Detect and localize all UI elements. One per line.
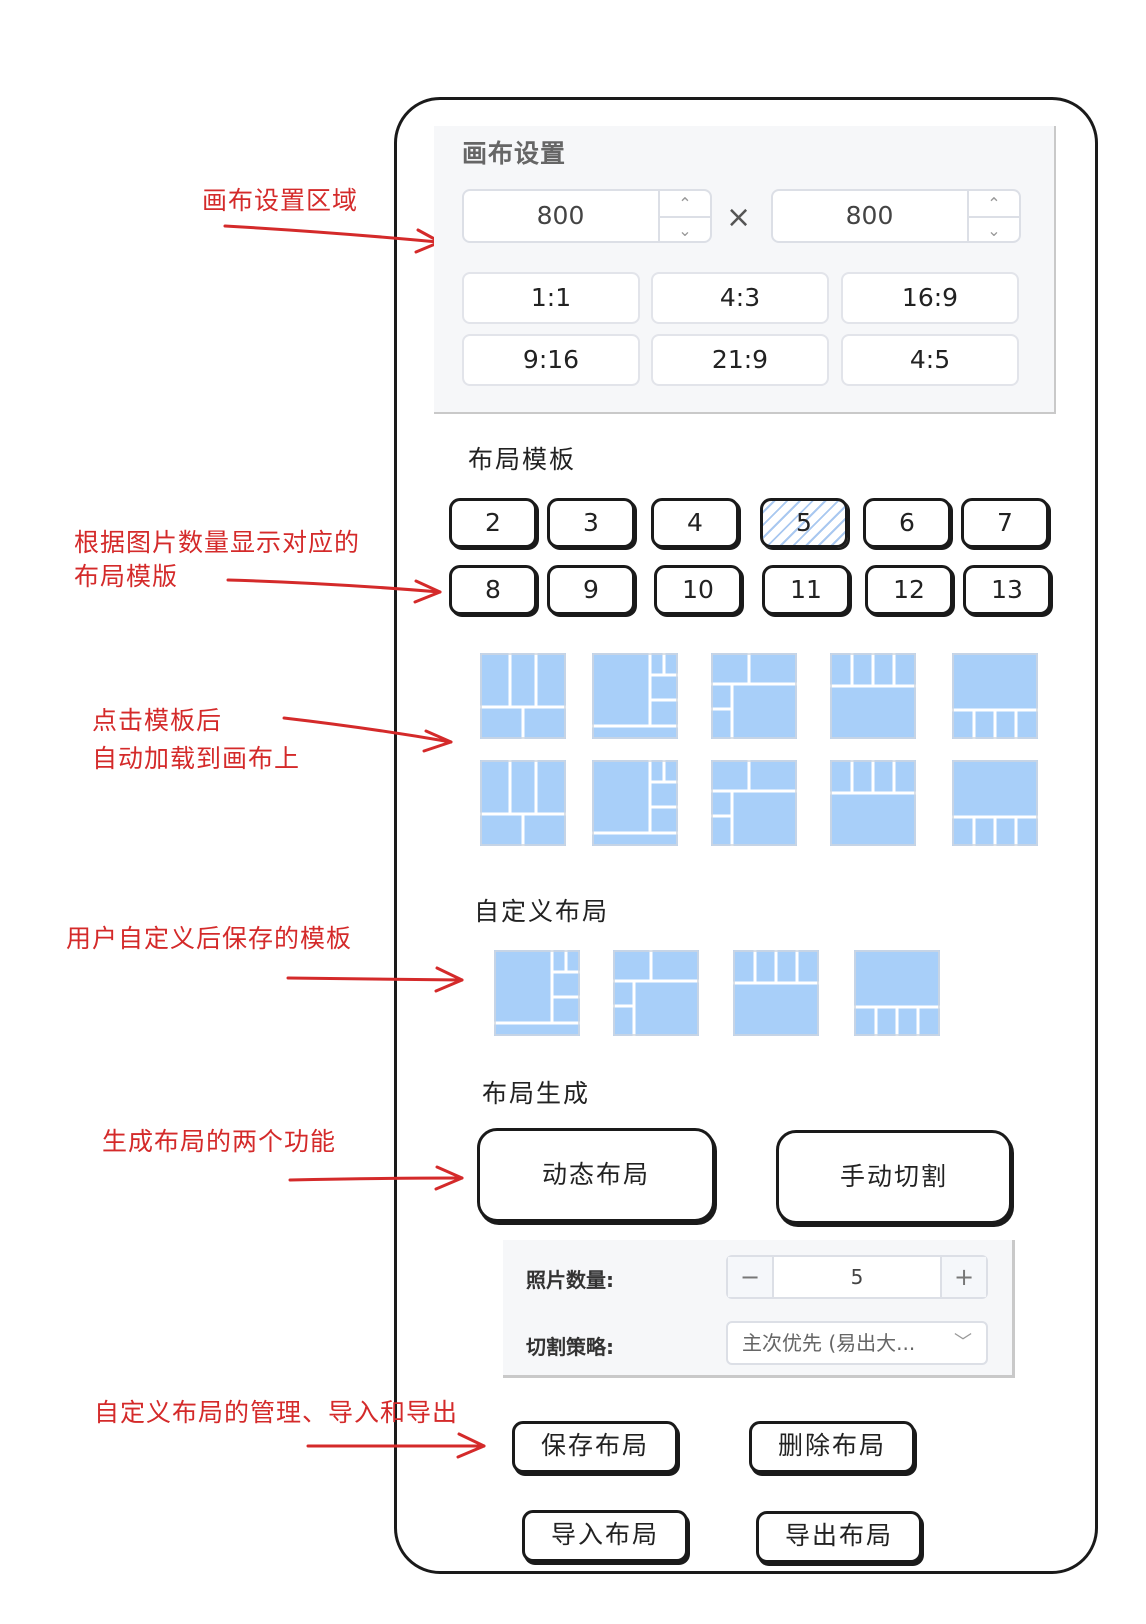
- plus-icon[interactable]: +: [940, 1257, 986, 1297]
- layout-template-thumb[interactable]: [830, 760, 916, 846]
- custom-layout-thumb[interactable]: [733, 950, 819, 1036]
- ratio-button-4-5[interactable]: 4:5: [841, 334, 1019, 386]
- ratio-button-4-3[interactable]: 4:3: [651, 272, 829, 324]
- layout-template-thumb[interactable]: [711, 653, 797, 739]
- layout-template-thumb[interactable]: [480, 653, 566, 739]
- manual-cut-button[interactable]: 手动切割: [776, 1130, 1012, 1224]
- layout-template-thumb[interactable]: [830, 653, 916, 739]
- chevron-down-icon[interactable]: ⌄: [678, 221, 692, 240]
- minus-icon[interactable]: −: [728, 1257, 774, 1297]
- chevron-down-icon: ﹀: [954, 1332, 972, 1353]
- custom-layouts-title: 自定义布局: [474, 897, 610, 926]
- template-count-7[interactable]: 7: [961, 498, 1049, 548]
- arrow-generate: [288, 1176, 464, 1182]
- canvas-height-spinner: ⌃ ⌄: [967, 191, 1019, 241]
- template-count-6[interactable]: 6: [863, 498, 951, 548]
- ratio-button-1-1[interactable]: 1:1: [462, 272, 640, 324]
- template-count-11[interactable]: 11: [762, 565, 850, 615]
- annotation-autoload-line1: 点击模板后: [92, 706, 223, 735]
- chevron-up-icon[interactable]: ⌃: [969, 191, 1019, 218]
- layout-template-thumb[interactable]: [952, 653, 1038, 739]
- arrow-custom: [286, 976, 464, 982]
- save-layout-button[interactable]: 保存布局: [512, 1421, 678, 1473]
- panel-frame: [394, 97, 1098, 1574]
- template-count-5-selected[interactable]: 5: [760, 498, 848, 548]
- photo-count-label: 照片数量:: [526, 1268, 614, 1292]
- layout-template-thumb[interactable]: [592, 760, 678, 846]
- template-count-10[interactable]: 10: [654, 565, 742, 615]
- canvas-width-input[interactable]: 800 ⌃ ⌄: [462, 189, 712, 243]
- template-count-13[interactable]: 13: [963, 565, 1051, 615]
- canvas-width-value[interactable]: 800: [536, 201, 585, 230]
- annotation-canvas-area: 画布设置区域: [202, 186, 359, 215]
- annotation-generate: 生成布局的两个功能: [102, 1127, 337, 1156]
- cut-strategy-select[interactable]: 主次优先 (易出大... ﹀: [726, 1321, 988, 1365]
- times-icon: ×: [726, 200, 752, 235]
- photo-count-value[interactable]: 5: [850, 1265, 864, 1289]
- photo-count-stepper[interactable]: − 5 +: [726, 1255, 988, 1299]
- annotation-custom: 用户自定义后保存的模板: [66, 924, 353, 953]
- ratio-button-9-16[interactable]: 9:16: [462, 334, 640, 386]
- template-count-2[interactable]: 2: [449, 498, 537, 548]
- layout-template-thumb[interactable]: [711, 760, 797, 846]
- cut-strategy-label: 切割策略:: [526, 1335, 614, 1359]
- arrow-autoload: [282, 716, 453, 744]
- layout-template-thumb[interactable]: [592, 653, 678, 739]
- import-layout-button[interactable]: 导入布局: [522, 1510, 688, 1562]
- canvas-settings-title: 画布设置: [462, 139, 567, 168]
- annotation-template-line1: 根据图片数量显示对应的: [74, 528, 361, 557]
- arrow-canvas: [223, 224, 440, 244]
- custom-layout-thumb[interactable]: [494, 950, 580, 1036]
- template-count-12[interactable]: 12: [865, 565, 953, 615]
- canvas-height-value[interactable]: 800: [845, 201, 894, 230]
- custom-layout-thumb[interactable]: [613, 950, 699, 1036]
- chevron-up-icon[interactable]: ⌃: [660, 191, 710, 218]
- export-layout-button[interactable]: 导出布局: [756, 1511, 922, 1563]
- annotation-autoload-line2: 自动加载到画布上: [92, 744, 301, 773]
- ratio-button-21-9[interactable]: 21:9: [651, 334, 829, 386]
- canvas-width-spinner: ⌃ ⌄: [658, 191, 710, 241]
- custom-layout-thumb[interactable]: [854, 950, 940, 1036]
- annotation-template-line2: 布局模版: [74, 562, 179, 591]
- layout-template-thumb[interactable]: [480, 760, 566, 846]
- generate-title: 布局生成: [482, 1079, 591, 1108]
- delete-layout-button[interactable]: 删除布局: [749, 1421, 915, 1473]
- canvas-height-input[interactable]: 800 ⌃ ⌄: [771, 189, 1021, 243]
- cut-strategy-value: 主次优先 (易出大...: [742, 1331, 916, 1355]
- template-count-3[interactable]: 3: [547, 498, 635, 548]
- dynamic-layout-button[interactable]: 动态布局: [477, 1128, 715, 1222]
- template-count-4[interactable]: 4: [651, 498, 739, 548]
- annotation-manage: 自定义布局的管理、导入和导出: [94, 1398, 459, 1427]
- chevron-down-icon[interactable]: ⌄: [987, 221, 1001, 240]
- template-count-8[interactable]: 8: [449, 565, 537, 615]
- arrow-templates: [226, 578, 442, 594]
- ratio-button-16-9[interactable]: 16:9: [841, 272, 1019, 324]
- templates-title: 布局模板: [468, 445, 577, 474]
- template-count-9[interactable]: 9: [547, 565, 635, 615]
- layout-template-thumb[interactable]: [952, 760, 1038, 846]
